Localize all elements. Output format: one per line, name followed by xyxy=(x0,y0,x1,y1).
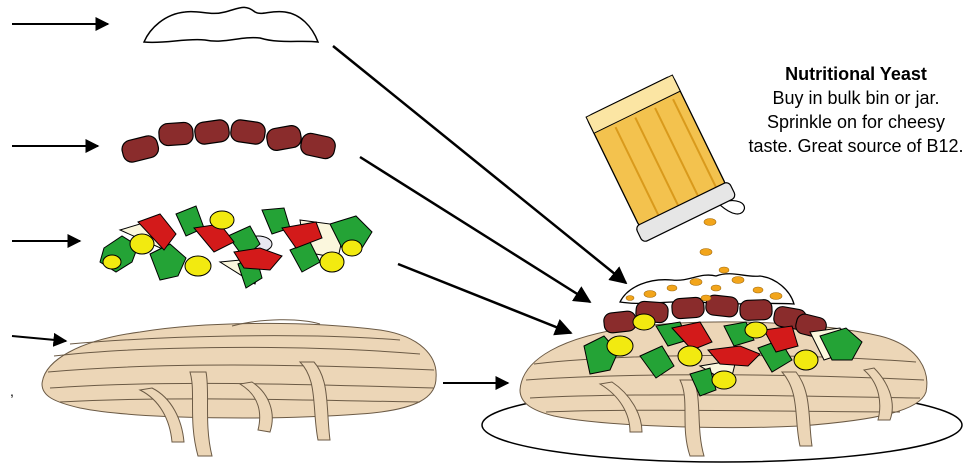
noodles-icon xyxy=(42,320,436,456)
yeast-title: Nutritional Yeast xyxy=(748,62,964,86)
arrow-icon xyxy=(333,46,626,283)
sauce-icon xyxy=(144,7,318,42)
arrow-icon xyxy=(12,336,66,341)
stray-mark: , xyxy=(10,383,14,399)
shaker-icon xyxy=(582,72,746,258)
vegetables-icon xyxy=(100,206,372,288)
sausage-icon xyxy=(120,119,337,164)
yeast-description: Buy in bulk bin or jar. Sprinkle on for … xyxy=(748,86,964,158)
arrow-icon xyxy=(360,157,590,302)
yeast-note: Nutritional Yeast Buy in bulk bin or jar… xyxy=(748,62,964,158)
diagonal-arrows xyxy=(333,46,626,333)
falling-yeast-flakes xyxy=(700,219,729,274)
